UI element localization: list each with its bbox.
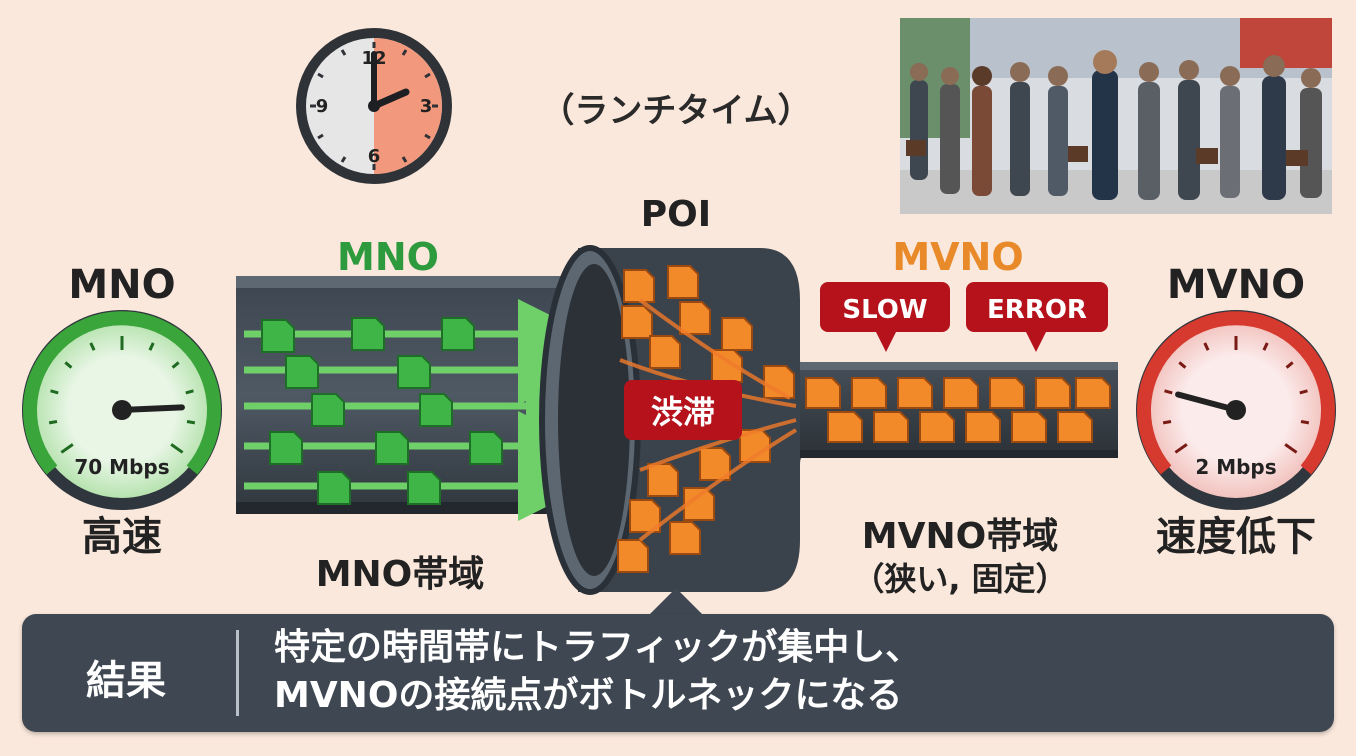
mvno-bandwidth-label: MVNO帯域: [862, 516, 1058, 557]
mvno-pipe: [800, 362, 1118, 458]
error-tag: ERROR: [966, 282, 1108, 352]
gauge-tick: [186, 419, 196, 425]
mvno-packet: [669, 521, 701, 555]
result-line-1: 特定の時間帯にトラフィックが集中し、: [274, 627, 922, 668]
crowd-scene-icon: [900, 18, 1332, 214]
mno-packet: [441, 317, 475, 351]
mvno-packet: [683, 487, 715, 521]
mno-packet: [419, 393, 453, 427]
right-gauge-title: MVNO: [1167, 262, 1305, 308]
right-status-label: 速度低下: [1156, 514, 1316, 560]
gauge-tick: [50, 389, 59, 395]
gauge-tick: [1299, 389, 1308, 395]
mno-speed-gauge: 70 Mbps: [22, 310, 222, 510]
result-label: 結果: [86, 658, 166, 704]
gauge-tick: [185, 389, 194, 395]
poi-label: POI: [641, 194, 711, 235]
congestion-badge: 渋滞: [624, 380, 742, 440]
mvno-packet: [679, 301, 711, 335]
clock-numeral-6: 6: [368, 146, 381, 167]
mvno-packet: [989, 377, 1025, 409]
mno-packet: [375, 431, 409, 465]
mvno-packet: [621, 305, 653, 339]
time-label: （ランチタイム）: [540, 91, 811, 131]
mvno-packet: [699, 447, 731, 481]
gauge-tick: [1203, 342, 1210, 351]
gauge-tick: [1164, 389, 1173, 395]
mno-packet: [317, 471, 351, 505]
clock-numeral-3: 3: [420, 96, 433, 117]
left-status-label: 高速: [82, 514, 162, 560]
result-line-2: MVNOの接続点がボトルネックになる: [274, 675, 903, 716]
mvno-packet: [647, 463, 679, 497]
clock-numeral-9: 9: [316, 96, 329, 117]
mvno-packets: [617, 265, 1111, 573]
gauge-tick: [1174, 443, 1188, 454]
gauge-tick: [89, 342, 96, 351]
gauge-tick: [1285, 361, 1294, 369]
mvno-packet: [1035, 377, 1071, 409]
mno-packet: [285, 355, 319, 389]
gauge-tick: [1300, 419, 1310, 425]
gauge-tick: [1162, 419, 1172, 425]
gauge-tick: [60, 443, 74, 454]
mno-packet: [407, 471, 441, 505]
result-pointer: [648, 588, 704, 616]
gauge-tick: [1178, 361, 1187, 369]
clock-icon: 12 3 6 9: [296, 28, 452, 184]
mvno-packet: [763, 365, 795, 399]
left-gauge-value: 70 Mbps: [74, 455, 169, 479]
congestion-label: 渋滞: [651, 393, 715, 431]
mvno-bandwidth-note: （狭い, 固定）: [852, 560, 1067, 598]
left-gauge-title: MNO: [68, 262, 175, 308]
mvno-packet: [1057, 411, 1093, 443]
mno-packets: [261, 317, 503, 505]
gauge-tick: [170, 443, 184, 454]
mvno-packet: [629, 499, 661, 533]
mvno-gauge-needle: [1175, 391, 1239, 413]
result-divider: [236, 630, 239, 716]
mvno-packet: [965, 411, 1001, 443]
result-text: 特定の時間帯にトラフィックが集中し、 MVNOの接続点がボトルネックになる: [274, 624, 921, 720]
mvno-pipe-top-label: MVNO: [892, 235, 1023, 279]
gauge-tick: [1262, 342, 1269, 351]
mvno-packet: [649, 335, 681, 369]
mno-packet: [469, 431, 503, 465]
mvno-packet: [805, 377, 841, 409]
mvno-packet: [667, 265, 699, 299]
mno-packet: [269, 431, 303, 465]
slow-tag-label: SLOW: [842, 295, 927, 325]
mvno-packet: [943, 377, 979, 409]
mvno-packet: [623, 269, 655, 303]
gauge-tick: [148, 342, 155, 351]
result-panel: 結果 特定の時間帯にトラフィックが集中し、 MVNOの接続点がボトルネックになる: [22, 614, 1334, 732]
mno-packet: [311, 393, 345, 427]
gauge-tick: [171, 361, 180, 369]
mvno-speed-gauge: 2 Mbps: [1136, 310, 1336, 510]
mvno-packet: [873, 411, 909, 443]
mvno-packet: [919, 411, 955, 443]
mno-packet: [351, 317, 385, 351]
mvno-packet: [1011, 411, 1047, 443]
mvno-packet: [827, 411, 863, 443]
gauge-tick: [64, 361, 73, 369]
mno-bandwidth-label: MNO帯域: [316, 554, 485, 595]
mvno-packet: [721, 317, 753, 351]
gauge-tick: [48, 419, 58, 425]
slow-tag: SLOW: [820, 282, 950, 352]
mno-packet: [261, 319, 295, 353]
mno-packet: [397, 355, 431, 389]
mvno-packet: [897, 377, 933, 409]
mno-pipe-top-label: MNO: [337, 235, 439, 279]
mvno-packet: [851, 377, 887, 409]
error-tag-label: ERROR: [987, 295, 1087, 325]
gauge-tick: [1284, 443, 1298, 454]
right-gauge-value: 2 Mbps: [1195, 455, 1276, 479]
mvno-packet: [617, 539, 649, 573]
mvno-packet: [1075, 377, 1111, 409]
